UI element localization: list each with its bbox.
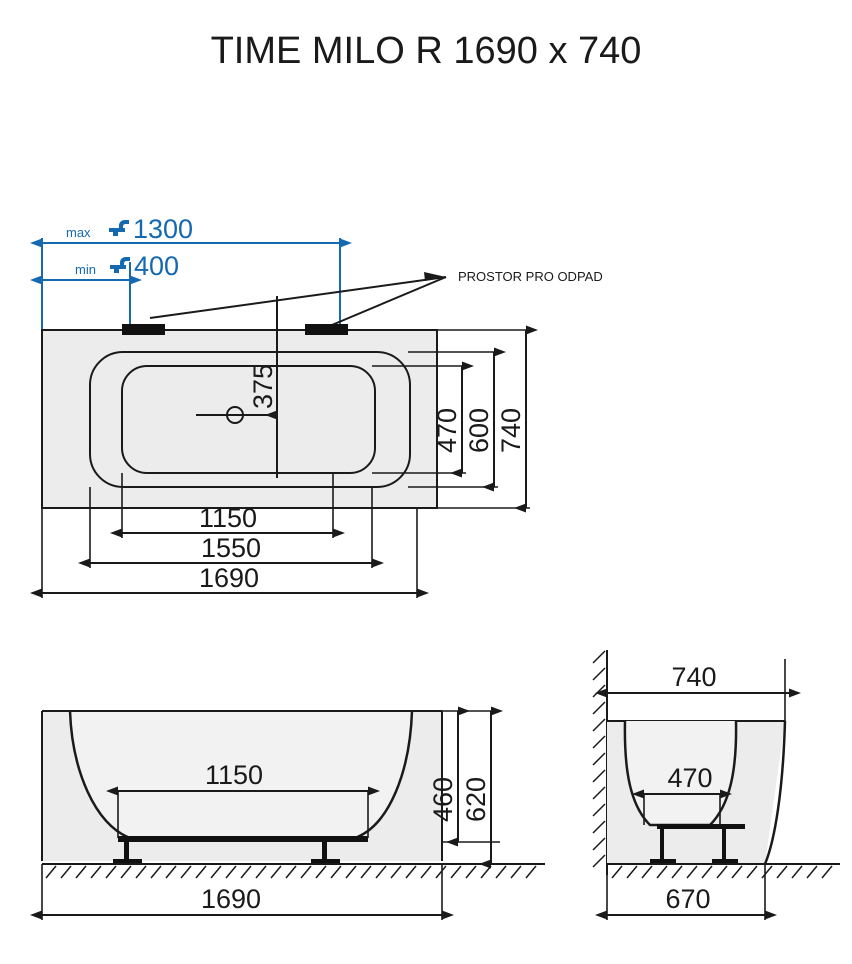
label-min-prefix: min (75, 262, 96, 277)
front-dim-1150: 1150 (106, 760, 380, 838)
top-plan-view: max 1300 min 400 PROSTOR PRO ODPAD (30, 214, 603, 598)
side-foot-right (712, 859, 738, 865)
side-leg-left (650, 829, 676, 865)
front-elevation-view: 1150 460 620 1690 (30, 706, 545, 920)
front-foot-right (311, 859, 340, 865)
dim-label-670-side: 670 (665, 884, 710, 914)
dim-label-1150-top: 1150 (199, 503, 257, 533)
dim-label-600-top: 600 (464, 408, 494, 453)
side-dim-470: 470 (632, 763, 732, 825)
side-underside-bar (657, 824, 745, 829)
side-ground-hatch (607, 863, 840, 879)
label-max-prefix: max (66, 225, 91, 240)
dim-375-group: 375 (248, 296, 278, 420)
faucet-dimension-group: max 1300 min 400 (30, 214, 352, 332)
front-leg-right (311, 842, 340, 865)
side-dim-740: 740 (595, 659, 801, 721)
drain-note-leaders (149, 272, 447, 331)
faucet-icon-min (110, 257, 130, 273)
top-view-horizontal-dims: 1150 1550 1690 (30, 473, 429, 598)
dim-label-1150-front: 1150 (205, 760, 263, 790)
dim-label-620-front: 620 (461, 777, 491, 822)
front-leg-left (113, 842, 142, 865)
tub-basin-outline (121, 365, 376, 474)
drain-space-marker-left (122, 324, 165, 335)
side-leg-right (712, 829, 738, 865)
dim-label-470-top: 470 (432, 408, 462, 453)
front-dim-1690: 1690 (30, 864, 454, 920)
side-foot-left (650, 859, 676, 865)
dim-label-460-front: 460 (428, 777, 458, 822)
front-ground-hatch (42, 863, 545, 879)
drain-note-label: PROSTOR PRO ODPAD (458, 269, 603, 284)
label-max-value: 1300 (133, 214, 193, 244)
drain-space-marker-right (305, 324, 348, 335)
dim-label-1690-front: 1690 (201, 884, 261, 914)
dim-label-470-side: 470 (667, 763, 712, 793)
label-min-value: 400 (134, 251, 179, 281)
dim-label-740-top: 740 (496, 408, 526, 453)
side-dim-670: 670 (595, 864, 777, 920)
dim-label-1690-top: 1690 (199, 563, 259, 593)
dim-label-375: 375 (248, 364, 278, 409)
front-bath-profile (70, 711, 412, 838)
dim-label-740-side: 740 (671, 662, 716, 692)
dim-label-1550-top: 1550 (201, 533, 261, 563)
front-foot-left (113, 859, 142, 865)
side-elevation-view: 740 470 670 (592, 650, 840, 920)
side-wall-hatch (592, 650, 608, 875)
drain-circle (226, 406, 244, 424)
page-title: TIME MILO R 1690 x 740 (211, 30, 642, 72)
top-view-vertical-dims: 470 600 740 (372, 325, 538, 513)
faucet-icon (109, 220, 129, 236)
front-underside-bar (118, 836, 368, 842)
side-basin-profile (624, 721, 737, 825)
front-vertical-dims: 460 620 (428, 706, 503, 869)
